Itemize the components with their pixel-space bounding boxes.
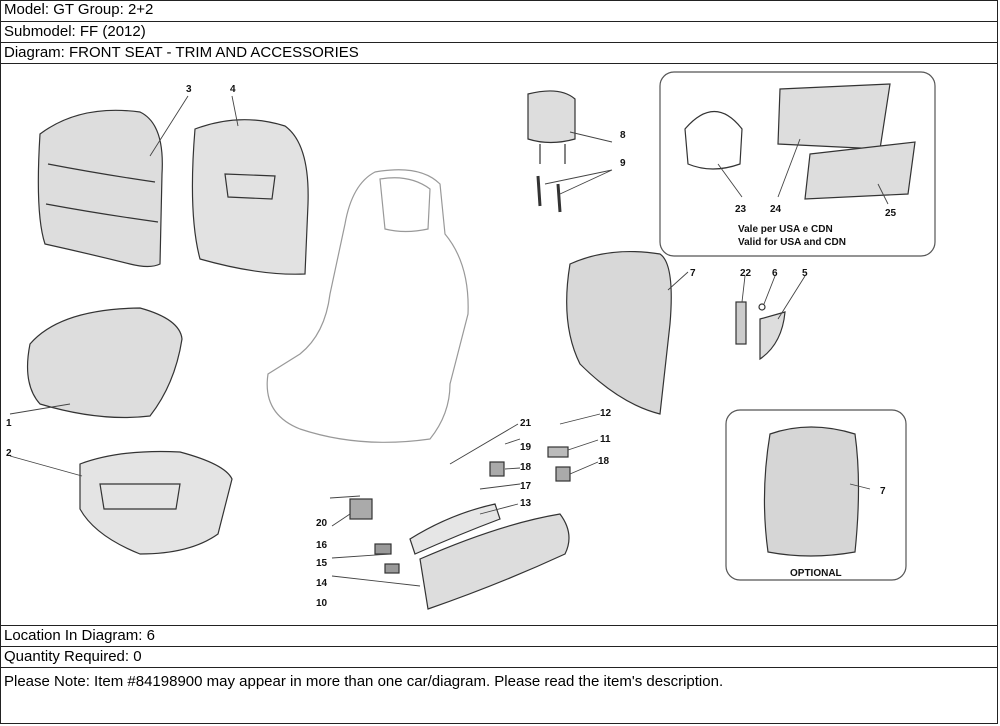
callout-7-a: 7	[690, 268, 696, 279]
part-15-connector	[374, 543, 392, 555]
callout-19: 19	[520, 442, 532, 453]
callout-9: 9	[620, 158, 626, 169]
location-line: Location In Diagram: 6	[0, 626, 998, 647]
part-6-pin	[758, 303, 766, 311]
part-10-side-trim	[419, 513, 570, 610]
callout-10: 10	[316, 598, 328, 609]
callout-1: 1	[6, 418, 12, 429]
callout-22: 22	[740, 268, 752, 279]
seat-outline	[266, 169, 469, 443]
part-24-mat	[777, 83, 891, 150]
quantity-line: Quantity Required: 0	[0, 647, 998, 668]
part-22-clip	[735, 301, 747, 345]
inset-usa-line2: Valid for USA and CDN	[738, 237, 846, 248]
inset-optional-label: OPTIONAL	[790, 568, 842, 579]
part-7-optional-back	[763, 426, 860, 557]
part-20-switch	[349, 498, 373, 520]
callout-18-a: 18	[520, 462, 532, 473]
callout-16: 16	[316, 540, 328, 551]
callout-13: 13	[520, 498, 532, 509]
part-18-knob-b	[555, 466, 571, 482]
callout-17: 17	[520, 481, 532, 492]
submodel-line: Submodel: FF (2012)	[0, 22, 998, 43]
note-line: Please Note: Item #84198900 may appear i…	[4, 673, 724, 690]
inset-usa-line1: Vale per USA e CDN	[738, 224, 833, 235]
part-13-switch-panel	[409, 503, 501, 555]
inset-usa-box	[659, 71, 936, 257]
callout-7-b: 7	[880, 486, 886, 497]
callout-25: 25	[885, 208, 897, 219]
part-14-connector	[384, 563, 400, 574]
part-9-bolts	[536, 175, 562, 213]
callout-11: 11	[600, 434, 611, 445]
part-3-backrest-cover	[37, 109, 163, 268]
part-11-bracket	[547, 446, 569, 458]
part-18-knob	[489, 461, 505, 477]
callout-18-b: 18	[598, 456, 610, 467]
parts-diagram: 3 4 1 2 8 9 7 22 6 5 23 24 25 7 21 12 11…	[0, 64, 998, 626]
callout-3: 3	[186, 84, 192, 95]
callout-14: 14	[316, 578, 328, 589]
part-7-back-shell	[566, 250, 672, 415]
callout-2: 2	[6, 448, 12, 459]
callout-24: 24	[770, 204, 782, 215]
callout-20: 20	[316, 518, 328, 529]
part-8-headrest	[527, 90, 576, 144]
part-1-cushion-cover	[26, 307, 183, 419]
callout-23: 23	[735, 204, 747, 215]
callout-8: 8	[620, 130, 626, 141]
parts-diagram-drawing: 3 4 1 2 8 9 7 22 6 5 23 24 25 7 21 12 11…	[6, 71, 936, 610]
model-line: Model: GT Group: 2+2	[0, 0, 998, 22]
diagram-title: Diagram: FRONT SEAT - TRIM AND ACCESSORI…	[0, 43, 998, 64]
part-23-harness	[684, 111, 743, 170]
callout-6: 6	[772, 268, 778, 279]
part-5-cover	[759, 311, 786, 361]
callout-21: 21	[520, 418, 532, 429]
callout-5: 5	[802, 268, 808, 279]
inset-optional-box	[725, 409, 907, 581]
part-25-mat	[804, 141, 916, 200]
callout-12: 12	[600, 408, 612, 419]
part-2-cushion-pad	[79, 450, 233, 555]
callout-15: 15	[316, 558, 328, 569]
callout-4: 4	[230, 84, 236, 95]
part-4-backrest-panel	[191, 119, 309, 275]
